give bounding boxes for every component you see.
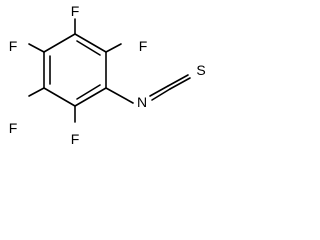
molecule-structure-diagram: F F F F F N S bbox=[9, 3, 206, 147]
atom-labels: F F F F F N S bbox=[9, 3, 206, 147]
ring-double-bond-bottom-right bbox=[76, 84, 101, 100]
atom-label-f-upper-right: F bbox=[139, 38, 148, 54]
bond-n-c-double-a bbox=[151, 88, 171, 101]
bond-c2-f-upper-right bbox=[105, 43, 122, 53]
isothiocyanate-group bbox=[105, 74, 191, 104]
bond-c6-f-upper-left bbox=[28, 43, 45, 53]
bond-c-s-double-a bbox=[169, 77, 191, 90]
atom-label-sulfur: S bbox=[196, 62, 205, 78]
bond-n-c-double-b bbox=[149, 85, 169, 97]
atom-label-f-top: F bbox=[71, 3, 80, 19]
ring-bond-bottom-left bbox=[43, 87, 76, 107]
ring-bond-top-right bbox=[74, 33, 107, 53]
fluorine-bonds bbox=[28, 18, 122, 123]
atom-label-nitrogen: N bbox=[137, 94, 147, 110]
bond-c-s-double-b bbox=[167, 74, 189, 87]
atom-label-f-bottom: F bbox=[71, 131, 80, 147]
ring-bond-top-left bbox=[43, 33, 76, 53]
benzene-ring bbox=[43, 33, 107, 107]
atom-label-f-lower-left: F bbox=[9, 120, 18, 136]
ring-bond-bottom-right bbox=[74, 87, 107, 107]
atom-label-f-upper-left: F bbox=[9, 38, 18, 54]
ring-double-bond-top-right bbox=[76, 40, 101, 56]
bond-c3-n bbox=[105, 87, 134, 104]
bond-c5-f-lower-left bbox=[28, 87, 45, 97]
